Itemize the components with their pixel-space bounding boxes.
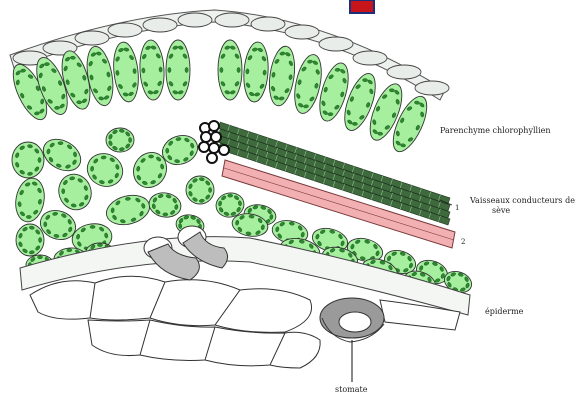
epidermis-cell bbox=[215, 13, 249, 27]
chlorophyll-cell bbox=[166, 40, 190, 100]
chlorophyll-cell bbox=[138, 39, 165, 100]
epidermis-cell bbox=[143, 18, 177, 32]
label-stomate: stomate bbox=[335, 386, 367, 395]
label-vessels-line2: sève bbox=[492, 207, 510, 216]
vessel-ring bbox=[199, 142, 209, 152]
chlorophyll-cell bbox=[242, 41, 270, 103]
epidermis-cell bbox=[75, 31, 109, 45]
chlorophyll-cell bbox=[12, 142, 44, 178]
epidermis-cell bbox=[285, 25, 319, 39]
label-vessel-1: 1 bbox=[455, 204, 459, 212]
chlorophyll-cell bbox=[218, 40, 242, 100]
epidermis-cell bbox=[251, 17, 285, 31]
vessel-ring bbox=[209, 143, 219, 153]
chlorophyll-cell bbox=[103, 191, 153, 229]
chlorophyll-cell bbox=[147, 190, 183, 219]
chlorophyll-cell bbox=[16, 224, 44, 256]
chlorophyll-cell bbox=[266, 45, 298, 108]
stomate bbox=[320, 298, 384, 382]
vessel-ring bbox=[219, 145, 229, 155]
vessel-ring bbox=[207, 153, 217, 163]
epidermis-cell bbox=[319, 37, 353, 51]
epidermis-cell bbox=[415, 81, 449, 95]
vessel-ring bbox=[209, 121, 219, 131]
label-parenchyma: Parenchyme chlorophyllien bbox=[440, 127, 551, 136]
label-epidermis: épiderme bbox=[485, 308, 523, 317]
chlorophyll-cell bbox=[106, 128, 134, 152]
epidermis-cell bbox=[108, 23, 142, 37]
chlorophyll-cell bbox=[186, 176, 214, 204]
vessel-ring bbox=[201, 132, 211, 142]
header-mark bbox=[350, 0, 374, 13]
epidermis-cell bbox=[353, 51, 387, 65]
epidermis-cell bbox=[387, 65, 421, 79]
label-vessels-line1: Vaisseaux conducteurs de bbox=[470, 197, 575, 206]
epidermis-cell bbox=[178, 13, 212, 27]
label-vessel-2: 2 bbox=[461, 238, 465, 246]
vessel-ring bbox=[211, 132, 221, 142]
chlorophyll-cell bbox=[111, 41, 141, 103]
chlorophyll-cell bbox=[38, 133, 87, 177]
